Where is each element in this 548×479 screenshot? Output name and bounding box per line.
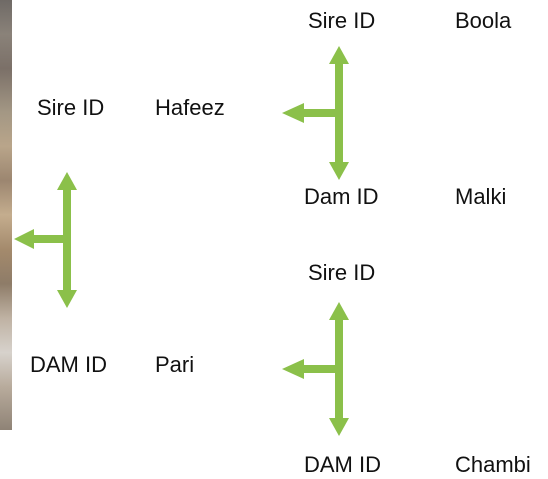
branch-arrow-icon-left (14, 172, 77, 308)
focal-dam-label: DAM ID (30, 352, 107, 377)
branch-arrow-icon-paternal (282, 46, 349, 180)
focal-dam-name: Pari (155, 352, 195, 377)
paternal-dam-label: Dam ID (304, 184, 379, 209)
maternal-dam-name: Chambi (455, 452, 531, 477)
focal-sire-label: Sire ID (37, 95, 105, 120)
branch-arrow-icon-maternal (282, 302, 349, 436)
focal-sire-name: Hafeez (155, 95, 225, 120)
paternal-dam-name: Malki (455, 184, 507, 209)
cattle-photo (0, 0, 12, 430)
paternal-sire-label: Sire ID (308, 8, 376, 33)
paternal-sire-name: Boola (455, 8, 512, 33)
maternal-dam-label: DAM ID (304, 452, 381, 477)
maternal-sire-label: Sire ID (308, 260, 376, 285)
